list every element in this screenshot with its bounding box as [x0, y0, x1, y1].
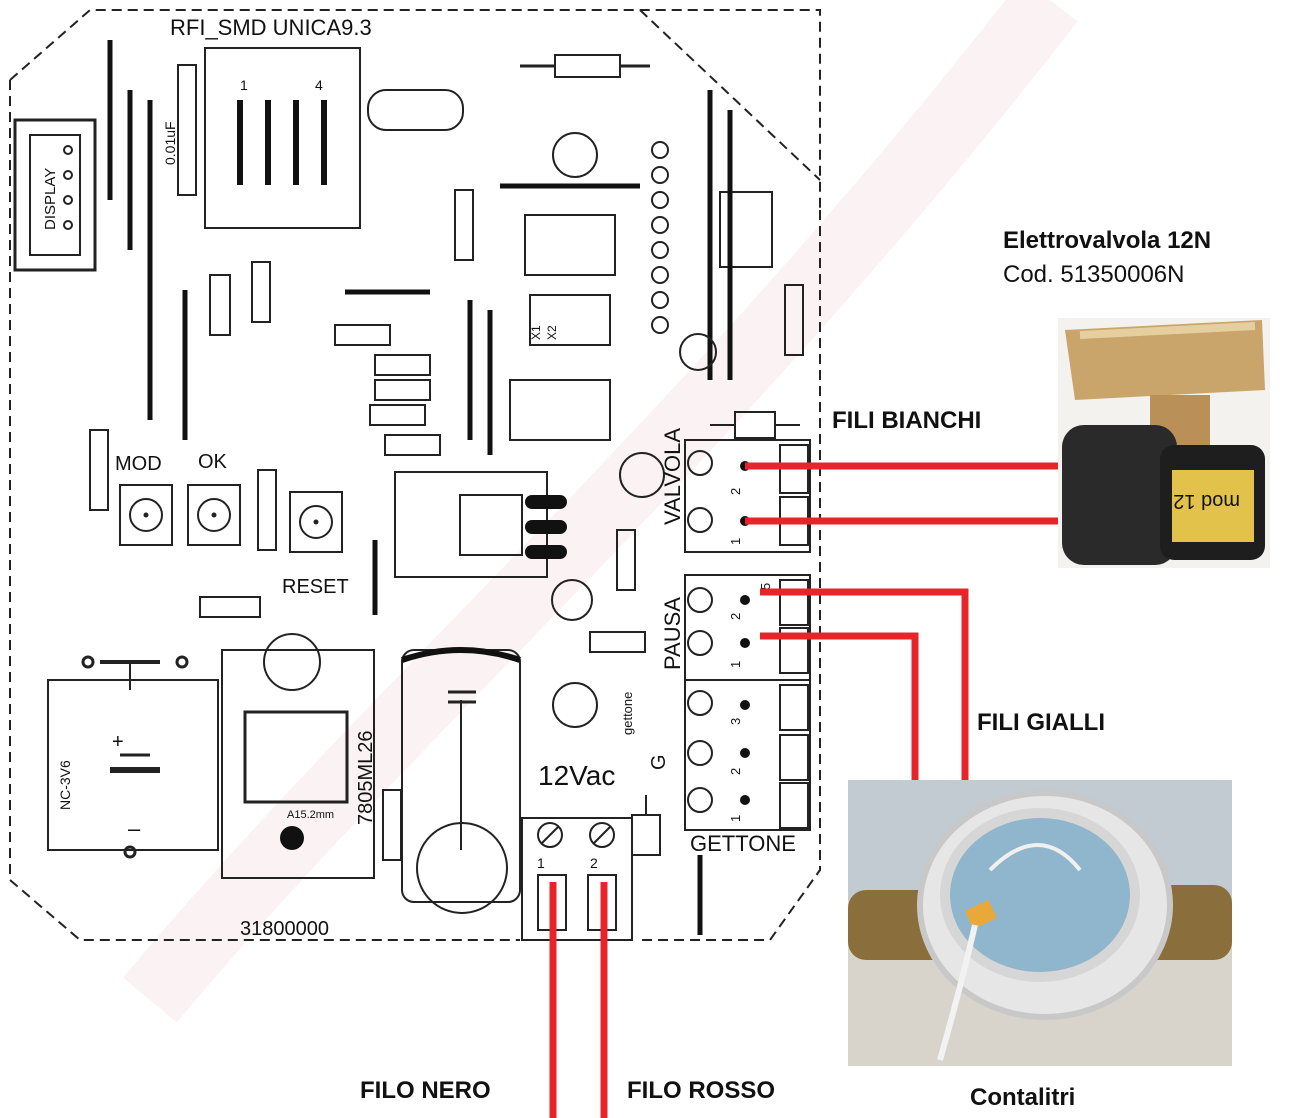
- supply-terminal: [521, 817, 633, 941]
- resistor: [554, 54, 621, 78]
- yellow-wire-2: [760, 632, 919, 782]
- gettone-small-label: gettone: [620, 692, 635, 735]
- button-ok-label: OK: [198, 451, 228, 473]
- pin-header: [651, 141, 669, 334]
- jumper-block: [719, 191, 773, 268]
- white-wires-label: FILI BIANCHI: [832, 407, 981, 434]
- ic-label-x2: X2: [545, 325, 559, 340]
- red-wire-label: FILO ROSSO: [627, 1077, 775, 1104]
- supply-label: 12Vac: [538, 760, 615, 791]
- valvola-pin-1: 1: [728, 538, 743, 545]
- ic-8pin-b: [509, 379, 611, 441]
- wires: [549, 462, 1058, 1118]
- button-mod-label: MOD: [115, 453, 162, 475]
- battery: [47, 679, 219, 851]
- gettone-pin-1: 1: [728, 815, 743, 822]
- ic-array: [204, 47, 361, 229]
- gettone-pin-2: 2: [728, 768, 743, 775]
- button-mod: [119, 484, 173, 546]
- pausa-pin-2: 2: [728, 613, 743, 620]
- ic-array-pin-1: 1: [240, 77, 248, 93]
- ic-8pin: [524, 214, 616, 276]
- regulator-7805: [221, 649, 375, 879]
- capacitor-value: 0.01uF: [162, 121, 178, 165]
- led: [619, 452, 665, 498]
- ic-relay: [529, 294, 611, 346]
- pcb-board: RFI_SMD UNICA9.3 1 4 0.01uF DISPLAY: [9, 9, 821, 941]
- button-reset-label: RESET: [282, 576, 349, 598]
- board-title: RFI_SMD UNICA9.3: [170, 15, 372, 40]
- button-reset: [289, 491, 343, 553]
- yellow-wires-label: FILI GIALLI: [977, 709, 1105, 736]
- crystal: [367, 89, 464, 131]
- buzzer-label: A15.2mm: [287, 809, 334, 821]
- svg-text:–: –: [128, 816, 141, 841]
- solenoid-valve-photo: mod 12: [1058, 318, 1270, 568]
- buzzer: [280, 826, 304, 850]
- pcb-outline: [9, 9, 821, 210]
- pcb-outline-right: [640, 210, 821, 941]
- connector-pausa-label: PAUSA: [660, 597, 685, 670]
- transistor-round: [552, 132, 598, 178]
- ic-array-pin-4: 4: [315, 77, 323, 93]
- valve-code: Cod. 51350006N: [1003, 261, 1184, 288]
- capacitor-001uf: [177, 64, 197, 196]
- led-b: [551, 579, 593, 621]
- black-wire-label: FILO NERO: [360, 1077, 491, 1104]
- water-meter-photo: [848, 780, 1232, 1066]
- valve-marking: mod 12: [1173, 490, 1240, 512]
- regulator-label: 7805ML26: [355, 730, 377, 825]
- ic-label-x1: X1: [529, 325, 543, 340]
- connector-valvola-label: VALVOLA: [660, 428, 685, 525]
- gettone-pin-3: 3: [728, 718, 743, 725]
- yellow-wire-1: [760, 588, 969, 782]
- pausa-pin-1: 1: [728, 661, 743, 668]
- display-label: DISPLAY: [42, 168, 59, 230]
- svg-text:+: +: [112, 731, 124, 753]
- battery-label: NC-3V6: [57, 760, 73, 810]
- valvola-pin-2: 2: [728, 488, 743, 495]
- led-c: [552, 682, 598, 728]
- display-connector: [13, 118, 97, 272]
- button-ok: [187, 484, 241, 546]
- valve-title: Elettrovalvola 12N: [1003, 227, 1211, 254]
- pausa-pin-5: 5: [758, 583, 773, 590]
- trimmer: [679, 333, 717, 371]
- meter-label: Contalitri: [970, 1084, 1075, 1111]
- supply-pin-2: 2: [590, 855, 598, 871]
- supply-pin-1: 1: [537, 855, 545, 871]
- connector-gettone-label: GETTONE: [690, 831, 796, 856]
- g-label: G: [648, 754, 670, 770]
- pcb-outline-left: [9, 80, 520, 941]
- board-code: 31800000: [240, 918, 329, 940]
